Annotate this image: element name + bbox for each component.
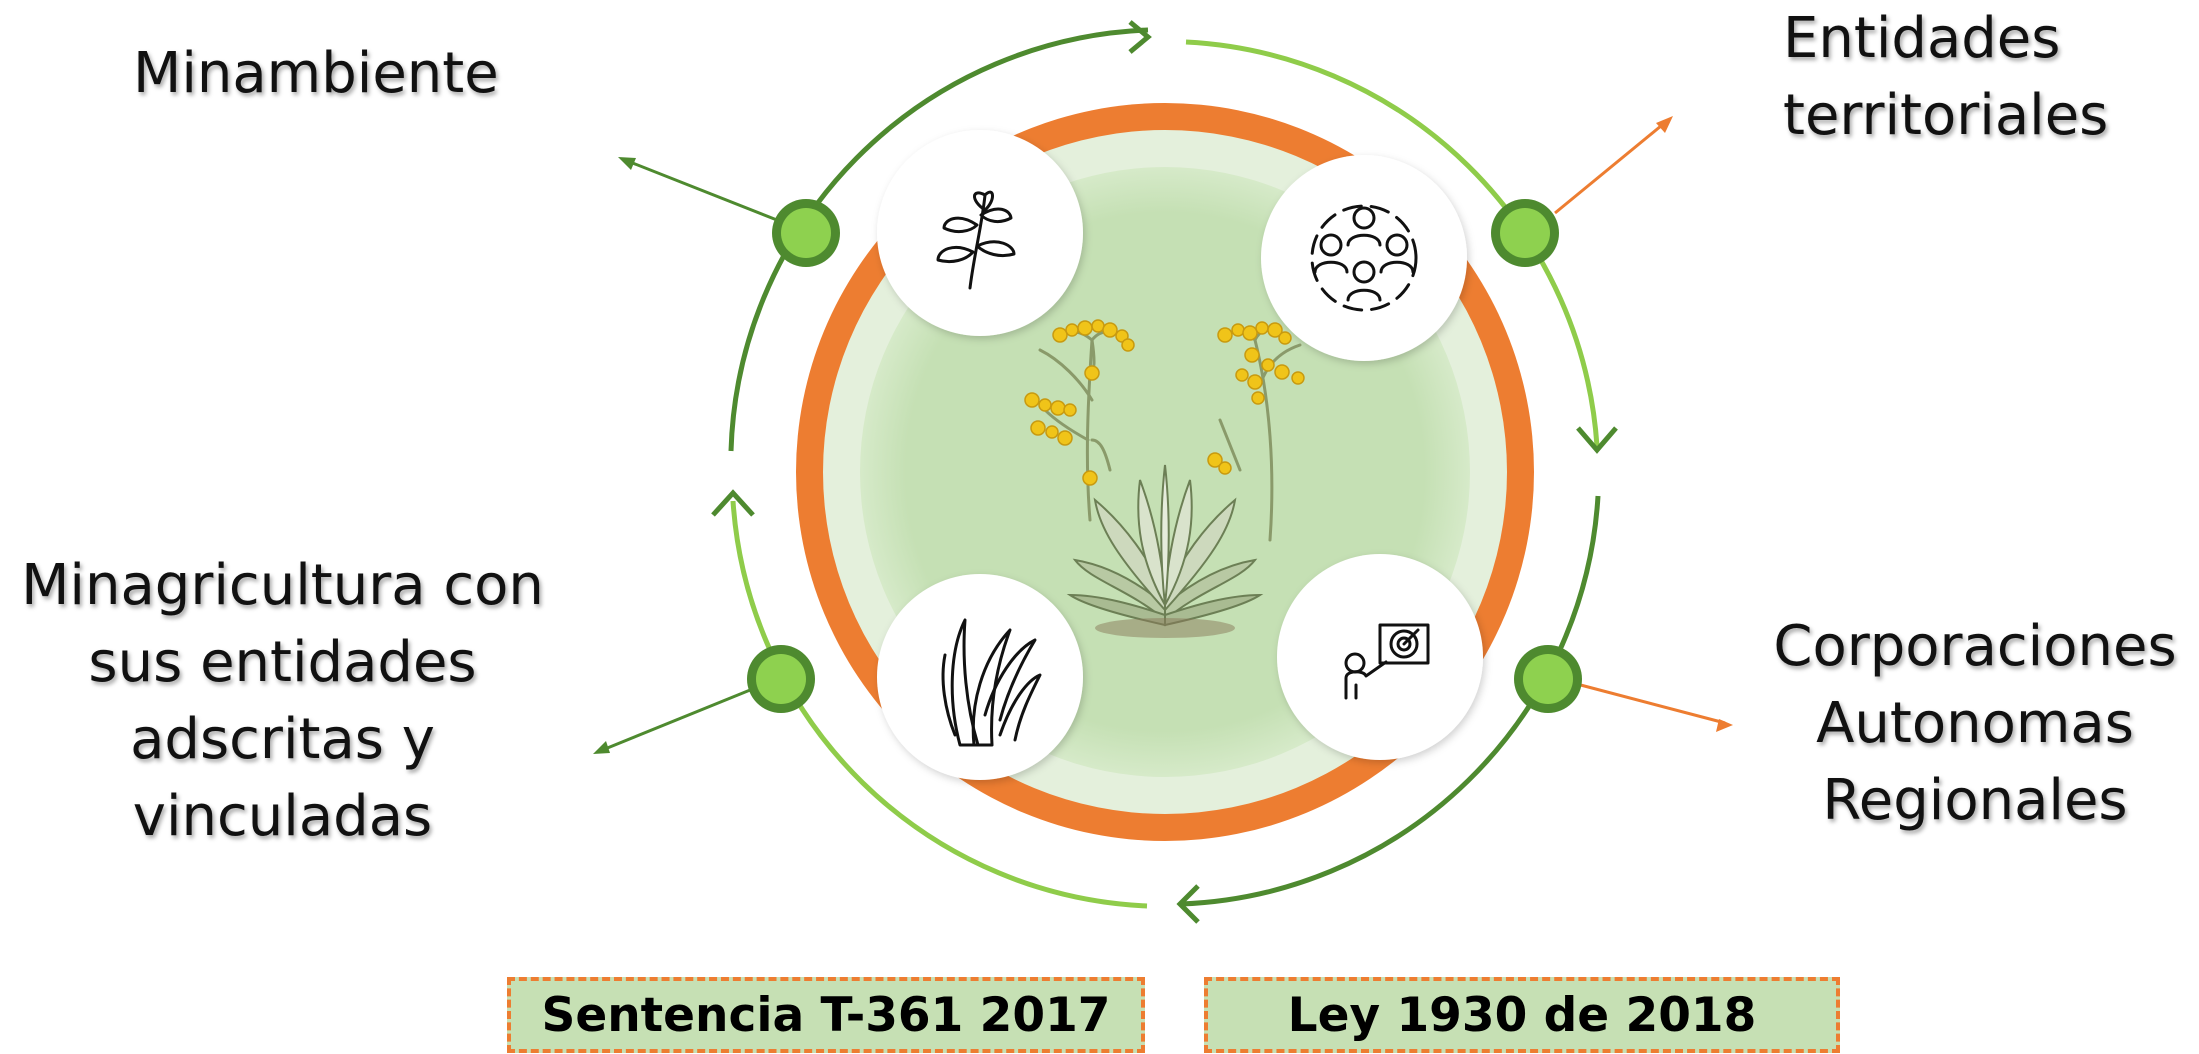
label-corporaciones-line-1: Corporaciones <box>1773 614 2177 679</box>
node-bottom-left <box>747 645 815 713</box>
label-corporaciones-line-3: Regionales <box>1822 768 2128 833</box>
label-minambiente: Minambiente <box>133 35 499 112</box>
node-bottom-right <box>1514 645 1582 713</box>
grass-blades-icon <box>941 618 1042 747</box>
label-minagricultura: Minagricultura con sus entidades adscrit… <box>10 547 555 855</box>
arc-bottom-right <box>1180 495 1601 907</box>
arc-top-right <box>1185 39 1600 447</box>
connector-bottom-left <box>599 684 761 753</box>
arc-top-left <box>728 27 1149 452</box>
label-corporaciones: Corporaciones Autonomas Regionales <box>1765 608 2185 839</box>
connector-top-left <box>624 158 783 224</box>
frailejon-plant-icon <box>1024 319 1305 638</box>
arrowhead-bottom <box>1176 884 1200 924</box>
arrow-tip-top-left <box>618 157 636 170</box>
label-minagricultura-line-3: adscritas y <box>130 707 435 772</box>
arrow-tip-bottom-left <box>593 741 610 754</box>
arrowhead-right <box>1576 426 1618 454</box>
community-people-icon <box>1310 204 1418 312</box>
legal-box-ley: Ley 1930 de 2018 <box>1204 977 1840 1053</box>
arrowhead-top <box>1128 20 1152 54</box>
label-entidades-territoriales: Entidades territoriales <box>1783 0 2108 154</box>
label-entidades-line-2: territoriales <box>1783 83 2109 148</box>
icon-disc-bottom-left <box>877 574 1083 780</box>
legal-box-sentencia: Sentencia T-361 2017 <box>507 977 1145 1053</box>
label-minagricultura-line-1: Minagricultura con <box>21 553 544 618</box>
icon-disc-top-right <box>1261 155 1467 361</box>
node-top-left <box>772 199 840 267</box>
leaf-branch-icon <box>936 190 1016 290</box>
arc-bottom-left <box>730 500 1148 909</box>
label-entidades-line-1: Entidades <box>1783 6 2061 71</box>
label-minambiente-line: Minambiente <box>133 41 499 106</box>
label-minagricultura-line-2: sus entidades <box>88 630 477 695</box>
connector-bottom-right <box>1572 681 1726 725</box>
arrowhead-left <box>711 489 755 517</box>
connector-top-right <box>1554 119 1668 215</box>
presenter-target-icon <box>1344 623 1430 700</box>
arrow-tip-bottom-right <box>1716 719 1733 732</box>
label-minagricultura-line-4: vinculadas <box>132 784 433 849</box>
arrow-tip-top-right <box>1656 116 1673 133</box>
node-top-right <box>1491 199 1559 267</box>
label-corporaciones-line-2: Autonomas <box>1816 691 2134 756</box>
